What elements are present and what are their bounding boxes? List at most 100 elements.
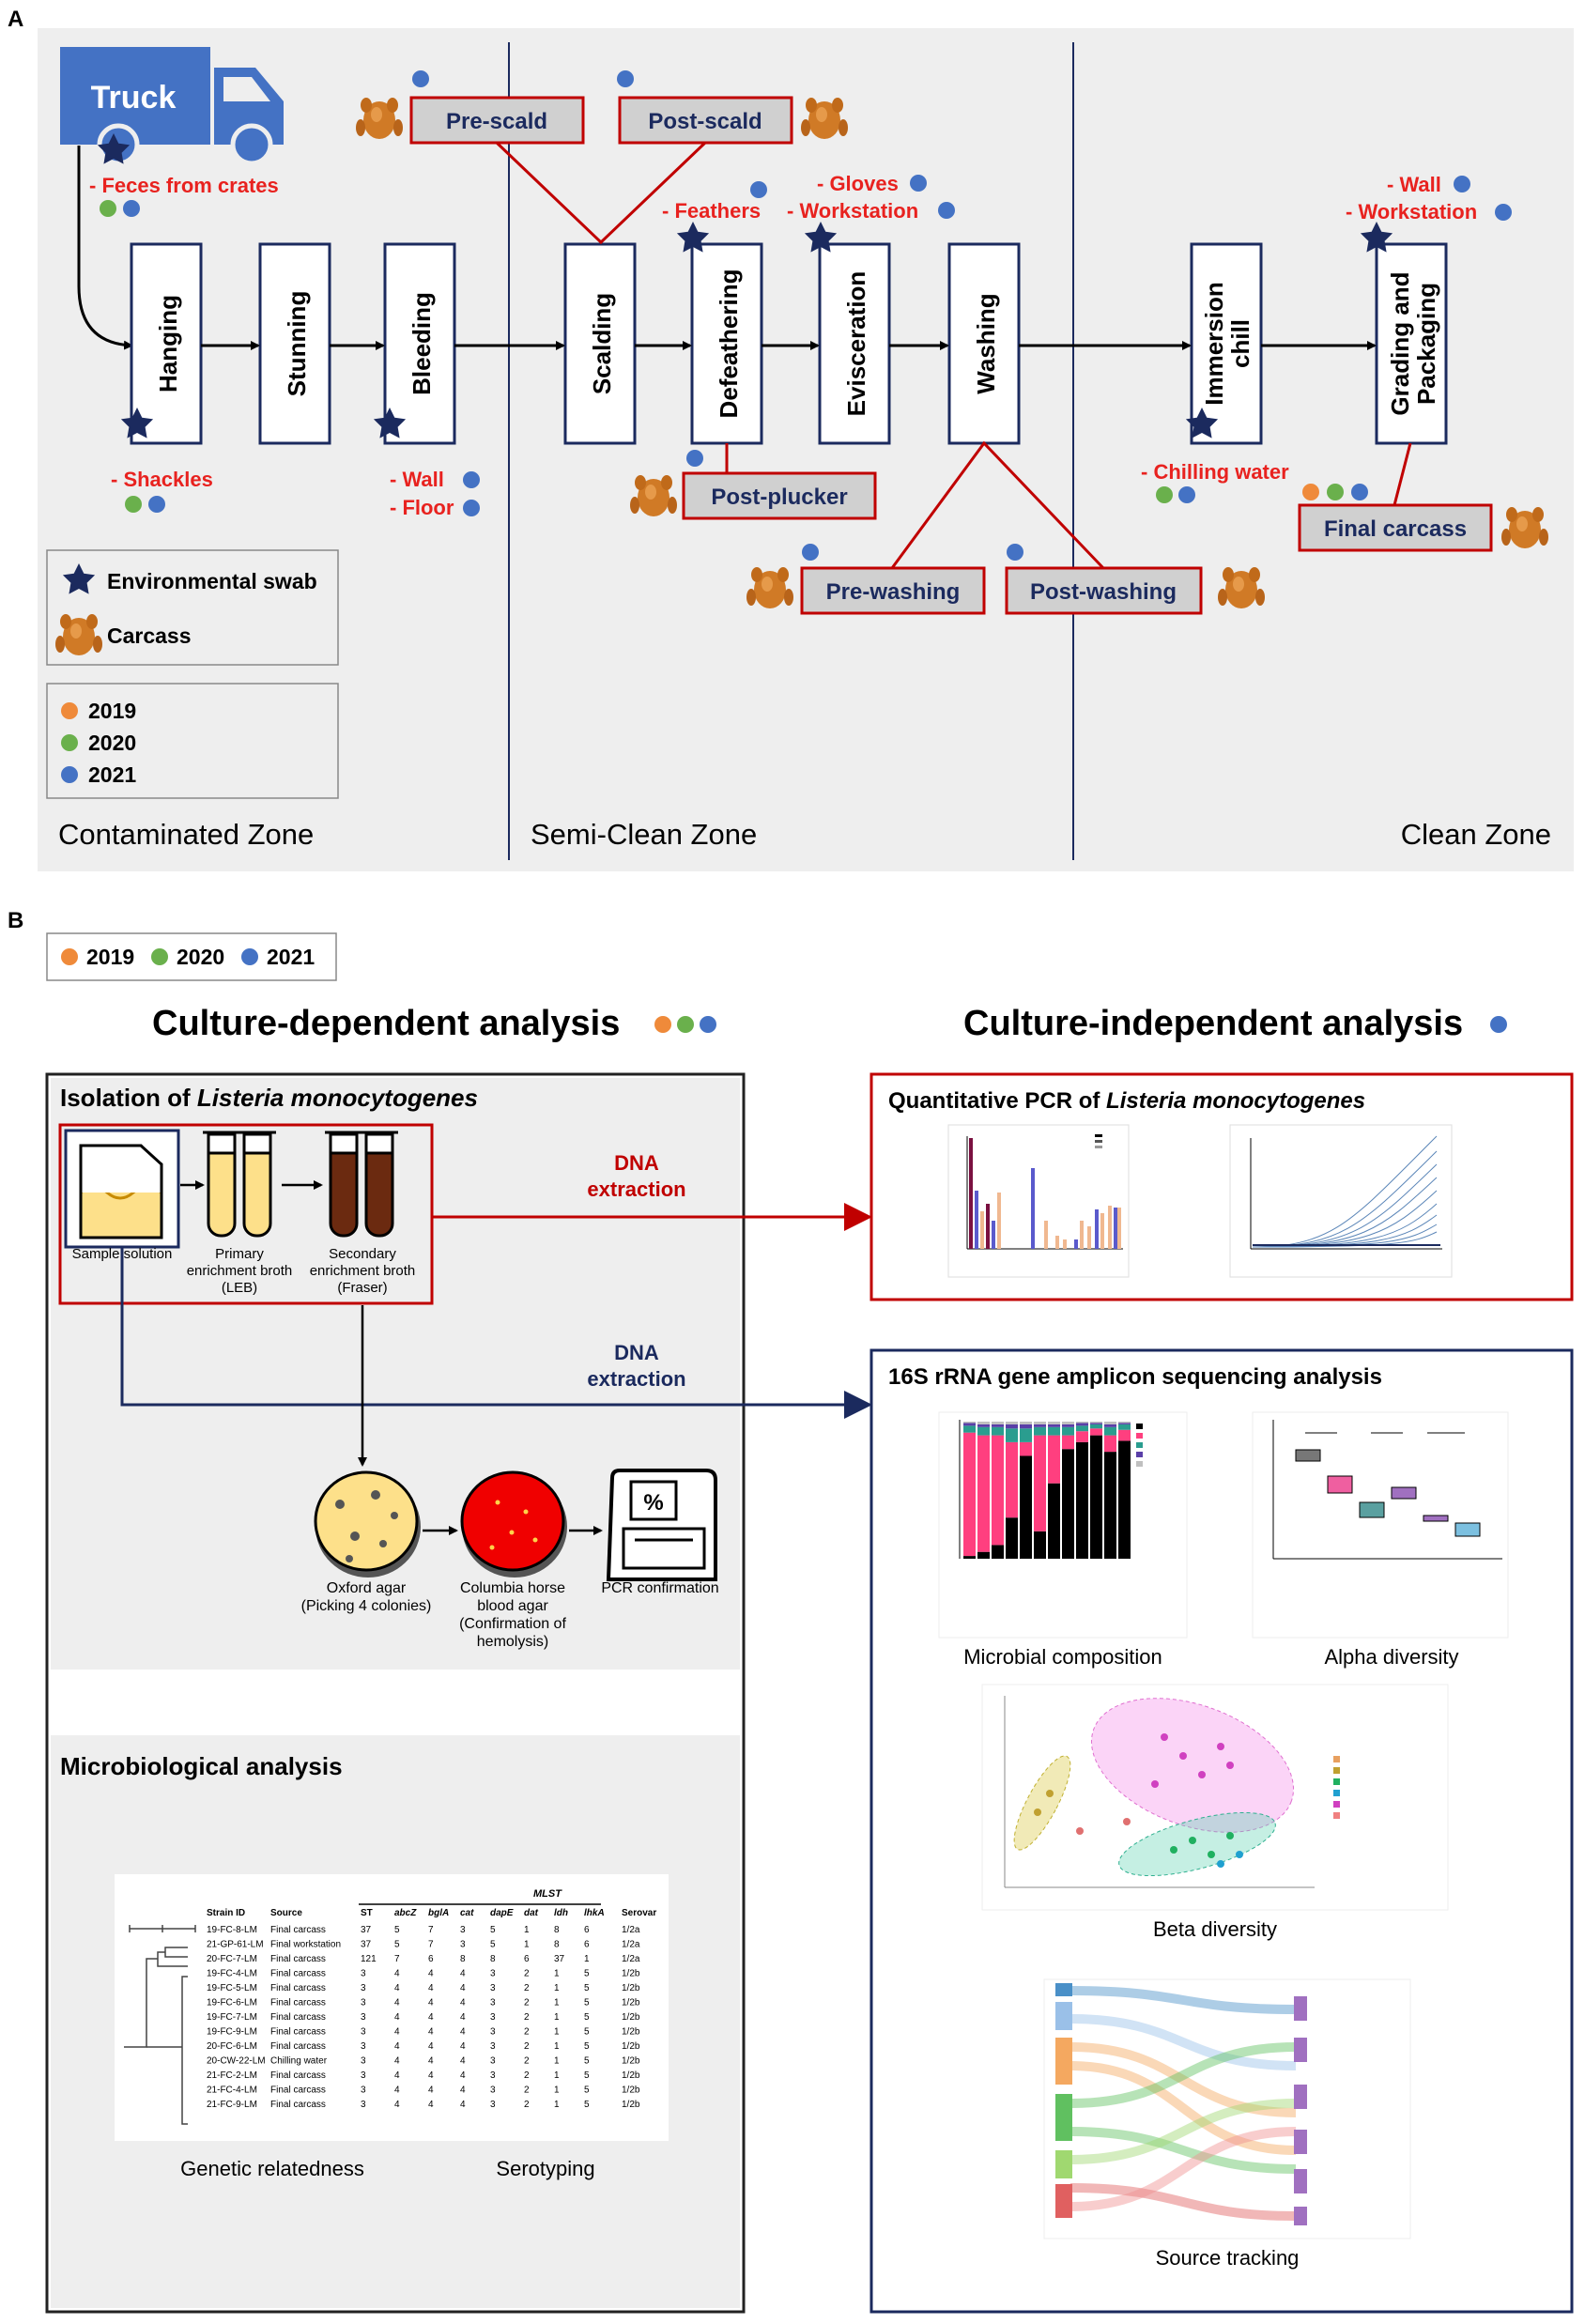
step-scalding: Scalding <box>588 293 616 394</box>
dot-2021 <box>1178 486 1195 503</box>
enrichment-box <box>58 1123 434 1305</box>
columbia-label-4: hemolysis) <box>477 1634 548 1650</box>
mlst-header-cell: bglA <box>428 1908 449 1918</box>
post-washing-box <box>1005 566 1203 615</box>
stack-segment <box>1006 1428 1018 1442</box>
pre-washing-box <box>800 566 986 615</box>
mlst-cell: 2 <box>524 2027 530 2038</box>
step-evisceration: Evisceration <box>842 271 870 417</box>
stack-segment <box>1034 1424 1046 1427</box>
mlst-cell: 2 <box>524 1998 530 2008</box>
mlst-cell: 3 <box>490 2027 496 2038</box>
beta-diversity-thumbnail <box>981 1684 1449 1911</box>
mlst-cell: Chilling water <box>270 2056 328 2067</box>
mlst-cell: 21-FC-4-LM <box>207 2085 257 2096</box>
stack-segment <box>1090 1422 1102 1424</box>
washing-connector <box>890 440 1105 570</box>
mlst-cell: 1/2a <box>622 1940 640 1950</box>
microbial-label: Microbial composition <box>963 1645 1162 1669</box>
dot-2021 <box>802 544 819 561</box>
pcr-machine-icon: % <box>606 1469 717 1581</box>
mlst-cell: 3 <box>361 2100 366 2110</box>
mlst-cell: 2 <box>524 2085 530 2096</box>
mlst-cell: 3 <box>361 2085 366 2096</box>
stack-segment <box>1034 1531 1046 1559</box>
legend-year-2019: 2019 <box>88 699 136 723</box>
zone-semi-clean: Semi-Clean Zone <box>531 818 757 851</box>
stack-segment <box>1076 1423 1088 1426</box>
mlst-cell: 19-FC-9-LM <box>207 2027 257 2038</box>
mlst-cell: Final carcass <box>270 1969 326 1979</box>
stack-segment <box>1034 1426 1046 1436</box>
post-plucker-box <box>682 471 877 520</box>
dot-2019 <box>1302 484 1319 500</box>
mlst-cell: 1/2a <box>622 1925 640 1935</box>
mlst-cell: 1/2b <box>622 2041 640 2052</box>
stack-segment <box>1118 1422 1131 1424</box>
mlst-cell: 4 <box>394 2100 400 2110</box>
mlst-cell: 1/2b <box>622 1969 640 1979</box>
mlst-cell: 1/2b <box>622 2070 640 2081</box>
dot-2021 <box>1351 484 1368 500</box>
mlst-cell: 4 <box>394 2027 400 2038</box>
mlst-cell: 4 <box>394 2056 400 2067</box>
mlst-cell: 5 <box>584 2027 590 2038</box>
secondary-tubes-icon <box>325 1131 398 1238</box>
mlst-cell: 1/2b <box>622 2100 640 2110</box>
mlst-cell: 3 <box>361 2012 366 2023</box>
alpha-label: Alpha diversity <box>1324 1645 1458 1669</box>
legend-swatch <box>1136 1452 1143 1457</box>
label-wall-bleeding: - Wall <box>390 468 444 491</box>
mlst-cell: Final carcass <box>270 1998 326 2008</box>
sample-post-scald: Post-scald <box>648 109 762 134</box>
mlst-cell: Final carcass <box>270 1954 326 1964</box>
mlst-header-cell: ST <box>361 1908 373 1918</box>
mlst-cell: Final carcass <box>270 2085 326 2096</box>
dna-extraction-red-1: DNA <box>614 1151 659 1175</box>
mlst-cell: 1 <box>524 1925 530 1935</box>
stack-segment <box>963 1423 976 1426</box>
mlst-cell: 4 <box>428 1998 434 2008</box>
mlst-header-cell: dat <box>524 1908 539 1918</box>
mlst-cell: 4 <box>428 2070 434 2081</box>
dna-extraction-navy-1: DNA <box>614 1341 659 1364</box>
legend-swatch <box>1136 1461 1143 1467</box>
dna-extraction-navy-2: extraction <box>587 1367 685 1391</box>
mlst-cell: 1 <box>554 2100 560 2110</box>
legend-b-year-2021: 2021 <box>267 945 315 969</box>
stack-segment <box>1062 1424 1074 1427</box>
legend-swatch <box>1136 1442 1143 1448</box>
step-boxes <box>130 242 1448 445</box>
stacked-bars <box>959 1420 1143 1559</box>
mlst-cell: 1/2b <box>622 2027 640 2038</box>
panel-a-label: A <box>8 7 23 32</box>
culture-dependent-title: Culture-dependent analysis <box>152 1004 620 1043</box>
mlst-cell: 4 <box>460 2085 466 2096</box>
pcr-label: PCR confirmation <box>601 1580 718 1596</box>
mlst-cell: 3 <box>490 2085 496 2096</box>
truck-label: Truck <box>91 80 177 115</box>
mlst-cell: 8 <box>490 1954 496 1964</box>
stack-segment <box>1076 1441 1088 1559</box>
mlst-cell: 3 <box>361 2056 366 2067</box>
post-scald-box <box>618 96 793 145</box>
legend-b-year-2019: 2019 <box>86 945 134 969</box>
mlst-cell: Final workstation <box>270 1940 341 1950</box>
mlst-cell: 4 <box>428 2041 434 2052</box>
mlst-cell: 19-FC-7-LM <box>207 2012 257 2023</box>
zone-contaminated: Contaminated Zone <box>58 818 314 851</box>
stack-segment <box>1048 1435 1060 1484</box>
mlst-cell: 4 <box>460 2041 466 2052</box>
oxford-agar-icon <box>314 1470 421 1578</box>
mlst-cell: 1 <box>554 2041 560 2052</box>
hanging-box <box>130 242 203 445</box>
mlst-cell: 7 <box>428 1940 434 1950</box>
label-floor: - Floor <box>390 496 454 519</box>
mlst-cell: 4 <box>428 2056 434 2067</box>
mlst-cell: 5 <box>490 1940 496 1950</box>
stack-segment <box>1104 1424 1116 1427</box>
stack-segment <box>1006 1441 1018 1518</box>
mlst-cell: 1 <box>554 2070 560 2081</box>
source-tracking-label: Source tracking <box>1156 2246 1300 2270</box>
mlst-cell: 1/2b <box>622 1998 640 2008</box>
